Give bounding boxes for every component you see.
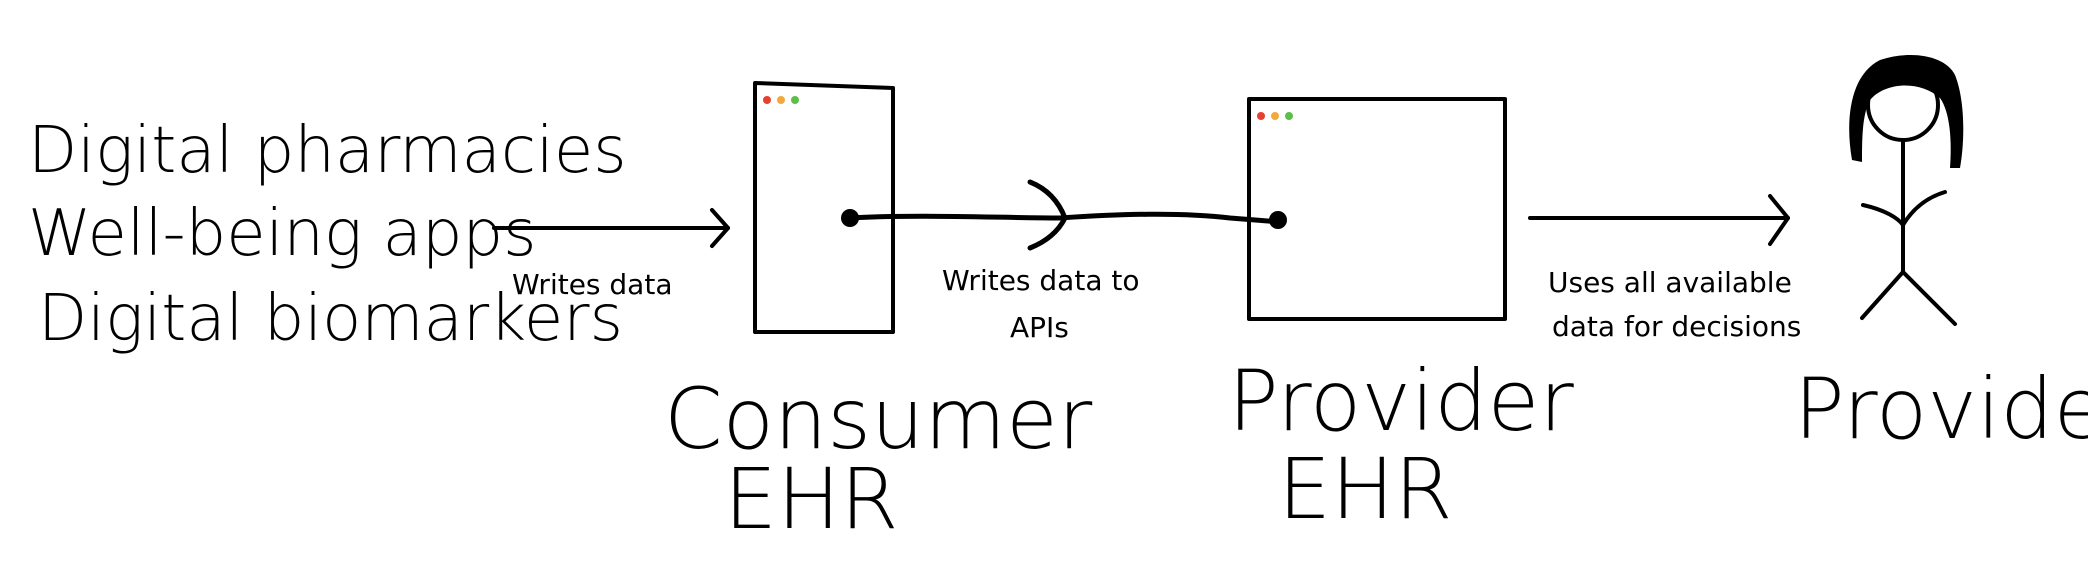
provider-ehr-title-line2: EHR [1278, 440, 1453, 538]
provider-stick-figure-icon [1849, 55, 1964, 326]
window-dot-yellow [1271, 112, 1279, 120]
legs [1860, 270, 1957, 326]
consumer-ehr-title-line2: EHR [724, 450, 899, 548]
connection-arrow-head [1027, 179, 1068, 251]
arrow-provider-ehr-to-provider [1528, 194, 1790, 246]
arrow-head [710, 208, 730, 248]
consumer-ehr-window-icon [753, 81, 895, 334]
arrow-sources-to-consumer-ehr [492, 208, 730, 248]
source-well-being-apps: Well-being apps [28, 197, 536, 271]
edge-label-uses-all-available: Uses all available [1548, 266, 1792, 299]
arms [1861, 190, 1947, 227]
window-frame [1247, 97, 1507, 321]
window-dot-red [1257, 112, 1265, 120]
provider-ehr-window-icon [1247, 97, 1507, 321]
connection-consumer-to-provider-ehr [847, 179, 1283, 251]
window-dot-yellow [777, 96, 785, 104]
edge-label-apis: APIs [1010, 311, 1069, 344]
provider-person-title: Provider [1794, 360, 2088, 458]
edge-label-data-for-decisions: data for decisions [1552, 310, 1801, 343]
window-dot-green [791, 96, 799, 104]
window-frame [753, 81, 895, 334]
source-digital-biomarkers: Digital biomarkers [38, 282, 623, 356]
arrow-head [1768, 194, 1790, 246]
source-digital-pharmacies: Digital pharmacies [28, 114, 627, 188]
window-dot-green [1285, 112, 1293, 120]
edge-label-writes-data: Writes data [512, 268, 672, 301]
connection-node-dot [1269, 211, 1287, 229]
connection-line [847, 211, 1283, 225]
source-list: Digital pharmacies Well-being apps Digit… [28, 114, 627, 356]
consumer-ehr-title-line1: Consumer [664, 370, 1093, 468]
provider-ehr-title-line1: Provider [1228, 352, 1574, 450]
window-dot-red [763, 96, 771, 104]
edge-label-writes-data-to: Writes data to [942, 264, 1140, 297]
